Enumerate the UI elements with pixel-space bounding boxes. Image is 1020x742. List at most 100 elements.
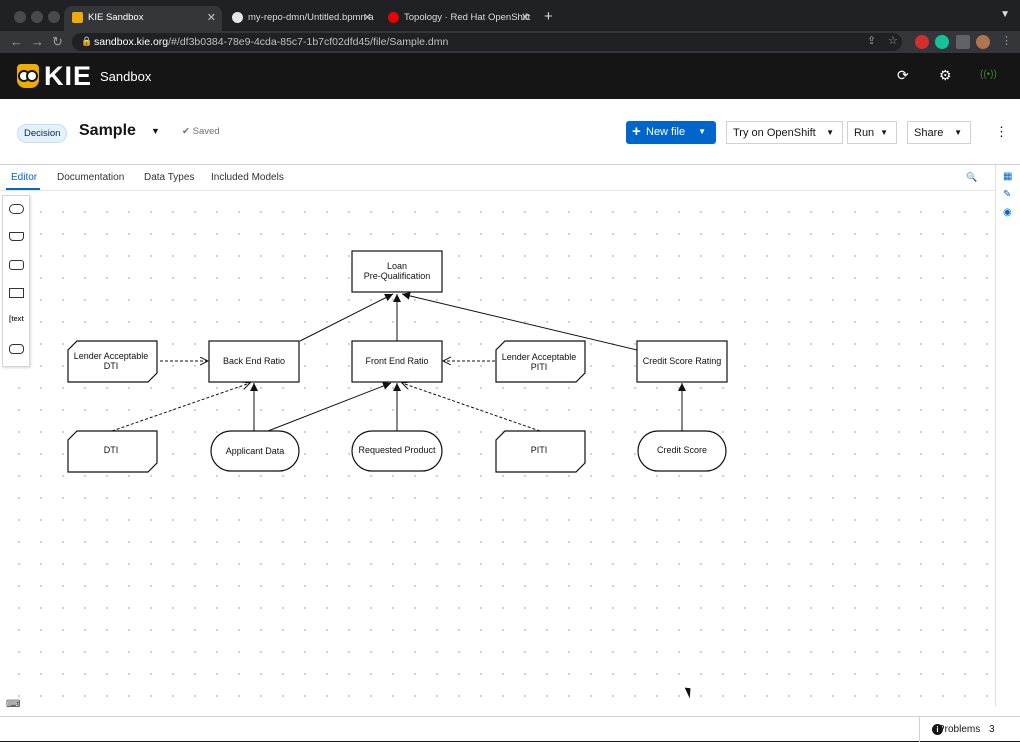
tab-included-models[interactable]: Included Models [211, 172, 284, 183]
bkm-lender-acceptable-piti[interactable]: Lender Acceptable PITI [495, 340, 586, 383]
palette-text-annotation-icon[interactable]: [text [9, 316, 24, 323]
file-type-badge: Decision [17, 124, 68, 143]
tab-data-types[interactable]: Data Types [144, 172, 195, 183]
input-requested-product[interactable]: Requested Product [351, 430, 443, 472]
input-applicant-data[interactable]: Applicant Data [210, 430, 300, 472]
puzzle-icon[interactable] [956, 35, 970, 49]
problems-count: 3 [989, 724, 995, 735]
new-file-button[interactable]: + New file ▼ [626, 121, 716, 144]
node-label: Credit Score Rating [643, 356, 722, 366]
node-label: Front End Ratio [365, 356, 428, 366]
run-label: Run [854, 127, 875, 139]
extension-red-icon[interactable] [915, 35, 929, 49]
map-icon[interactable]: ▦ [1003, 171, 1013, 182]
node-label: Pre-Qualification [364, 271, 431, 281]
tab-title: KIE Sandbox [88, 12, 144, 23]
profile-avatar[interactable] [976, 35, 990, 49]
sync-icon[interactable]: ⟳ [897, 67, 909, 83]
close-icon[interactable]: ✕ [520, 12, 530, 24]
editor-page: Decision Sample ▼ ✔ Saved + New file ▼ T… [0, 99, 1020, 742]
node-label: Credit Score [657, 445, 707, 455]
decision-credit-score-rating[interactable]: Credit Score Rating [636, 340, 728, 383]
status-bar: i Problems 3 [0, 716, 1020, 742]
close-icon[interactable]: ✕ [362, 12, 372, 24]
window-close-button[interactable] [14, 11, 26, 23]
app-header: KIE Sandbox ⟳ ⚙ ((•)) [0, 53, 1020, 99]
problems-button[interactable]: i Problems 3 [919, 717, 1020, 742]
decision-front-end-ratio[interactable]: Front End Ratio [351, 340, 443, 383]
node-label: Applicant Data [226, 446, 285, 456]
share-page-icon[interactable]: ⇪ [867, 35, 877, 47]
openshift-icon [388, 12, 399, 23]
palette-decision-service-icon[interactable] [9, 344, 24, 354]
connector-credit-rating-to-loan [401, 291, 638, 351]
product-name: Sandbox [100, 69, 152, 84]
url-path: /#/df3b0384-78e9-4cda-85c7-1b7cf02dfd45/… [168, 36, 449, 48]
browser-tab-kie-sandbox[interactable]: KIE Sandbox ✕ [64, 6, 222, 31]
dmn-palette: [text [2, 195, 30, 367]
palette-input-data-icon[interactable] [9, 204, 24, 214]
bkm-dti[interactable]: DTI [67, 430, 158, 473]
address-bar[interactable]: 🔒 sandbox.kie.org/#/df3b0384-78e9-4cda-8… [72, 33, 902, 51]
eye-icon[interactable]: ◉ [1003, 207, 1012, 218]
chevron-down-icon: ▼ [698, 127, 706, 136]
url-domain: sandbox.kie.org [94, 36, 169, 48]
window-zoom-button[interactable] [48, 11, 60, 23]
share-button[interactable]: Share ▼ [907, 121, 971, 144]
node-label: Loan [387, 261, 407, 271]
brand-logo[interactable]: KIE [44, 61, 93, 91]
decision-loan-pre-qualification[interactable]: Loan Pre-Qualification [351, 250, 443, 293]
share-label: Share [914, 127, 944, 139]
palette-decision-icon[interactable] [9, 288, 24, 298]
browser-tab-github[interactable]: my-repo-dmn/Untitled.bpmn a ✕ [224, 6, 378, 31]
input-credit-score[interactable]: Credit Score [637, 430, 727, 472]
palette-bkm-icon[interactable] [9, 260, 24, 270]
node-label: Requested Product [358, 445, 436, 455]
back-icon[interactable]: ← [10, 34, 23, 49]
chevron-down-icon: ▼ [826, 128, 834, 137]
connection-status-icon[interactable]: ((•)) [980, 69, 997, 80]
reload-icon[interactable]: ↻ [52, 34, 63, 49]
plus-icon: + [632, 123, 641, 140]
kebab-menu-icon[interactable]: ⋮ [995, 124, 1008, 139]
save-status-label: Saved [192, 126, 220, 137]
tab-documentation[interactable]: Documentation [57, 172, 125, 183]
node-label: DTI [104, 361, 119, 371]
edit-icon[interactable]: ✎ [1003, 189, 1012, 200]
grammarly-icon[interactable] [935, 35, 949, 49]
bookmark-star-icon[interactable]: ☆ [888, 35, 898, 47]
github-icon [232, 12, 243, 23]
decision-back-end-ratio[interactable]: Back End Ratio [208, 340, 300, 383]
dmn-canvas[interactable]: Loan Pre-Qualification Back End Ratio Fr… [0, 191, 988, 706]
browser-tab-openshift[interactable]: Topology · Red Hat OpenShift ✕ [380, 6, 536, 31]
chevron-down-icon[interactable]: ▼ [1000, 9, 1010, 20]
node-label: Back End Ratio [223, 356, 285, 366]
bkm-piti[interactable]: PITI [495, 430, 586, 473]
tab-editor[interactable]: Editor [11, 172, 38, 183]
file-toolbar: Decision Sample ▼ ✔ Saved + New file ▼ T… [0, 99, 1020, 165]
info-icon: i [932, 724, 943, 735]
new-tab-button[interactable]: + [544, 8, 553, 25]
run-button[interactable]: Run ▼ [847, 121, 897, 144]
connector-applicant-to-front [267, 382, 392, 432]
browser-toolbar: ← → ↻ 🔒 sandbox.kie.org/#/df3b0384-78e9-… [0, 31, 1020, 53]
try-openshift-button[interactable]: Try on OpenShift ▼ [726, 121, 843, 144]
palette-knowledge-source-icon[interactable] [9, 232, 24, 241]
gear-icon[interactable]: ⚙ [939, 67, 952, 83]
browser-menu-icon[interactable]: ⋮ [1001, 35, 1012, 47]
forward-icon[interactable]: → [31, 34, 44, 49]
close-icon[interactable]: ✕ [206, 12, 216, 24]
window-minimize-button[interactable] [31, 11, 43, 23]
keyboard-icon[interactable]: ⌨ [6, 699, 21, 710]
lock-icon: 🔒 [81, 36, 93, 46]
node-label: DTI [104, 445, 119, 455]
kie-owl-icon [72, 12, 83, 23]
connector-piti-to-front [402, 383, 541, 432]
tab-title: Topology · Red Hat OpenShift [404, 12, 531, 23]
chevron-down-icon[interactable]: ▼ [151, 126, 160, 136]
file-name[interactable]: Sample [79, 122, 136, 139]
connector-dti-to-back [111, 383, 250, 432]
dmn-diagram: Loan Pre-Qualification Back End Ratio Fr… [67, 250, 728, 473]
search-icon[interactable]: 🔍 [966, 172, 978, 182]
bkm-lender-acceptable-dti[interactable]: Lender Acceptable DTI [67, 340, 158, 383]
